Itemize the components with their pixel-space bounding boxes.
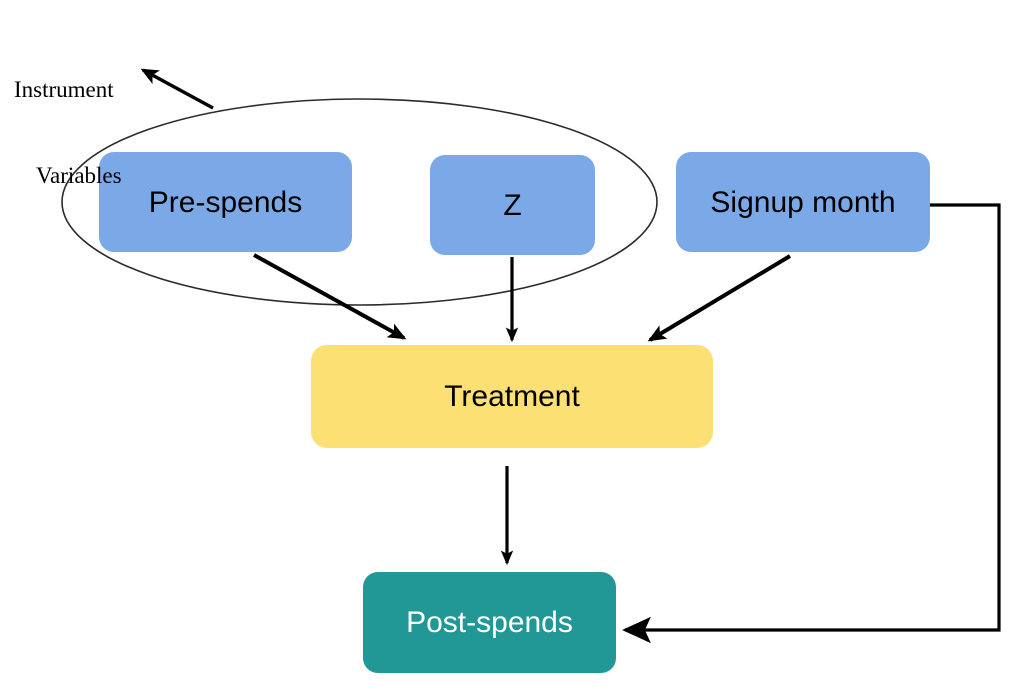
node-pre-spends[interactable] bbox=[99, 152, 352, 252]
instrument-variables-annotation: Instrument Variables bbox=[14, 18, 122, 219]
node-treatment[interactable] bbox=[311, 345, 713, 448]
edge-signup-month-to-treatment bbox=[647, 254, 792, 342]
edge-pre-spends-to-treatment bbox=[253, 253, 407, 340]
instrument-variables-line-1: Instrument bbox=[14, 76, 114, 102]
edge-signup-month-to-post-spends bbox=[622, 203, 1001, 644]
annotation-pointer-arrow bbox=[140, 68, 214, 110]
instrument-variables-ellipse bbox=[61, 98, 658, 306]
node-z[interactable] bbox=[430, 155, 595, 255]
node-post-spends[interactable] bbox=[363, 572, 616, 673]
node-signup-month[interactable] bbox=[676, 152, 930, 252]
instrument-variables-line-2: Variables bbox=[36, 162, 122, 188]
